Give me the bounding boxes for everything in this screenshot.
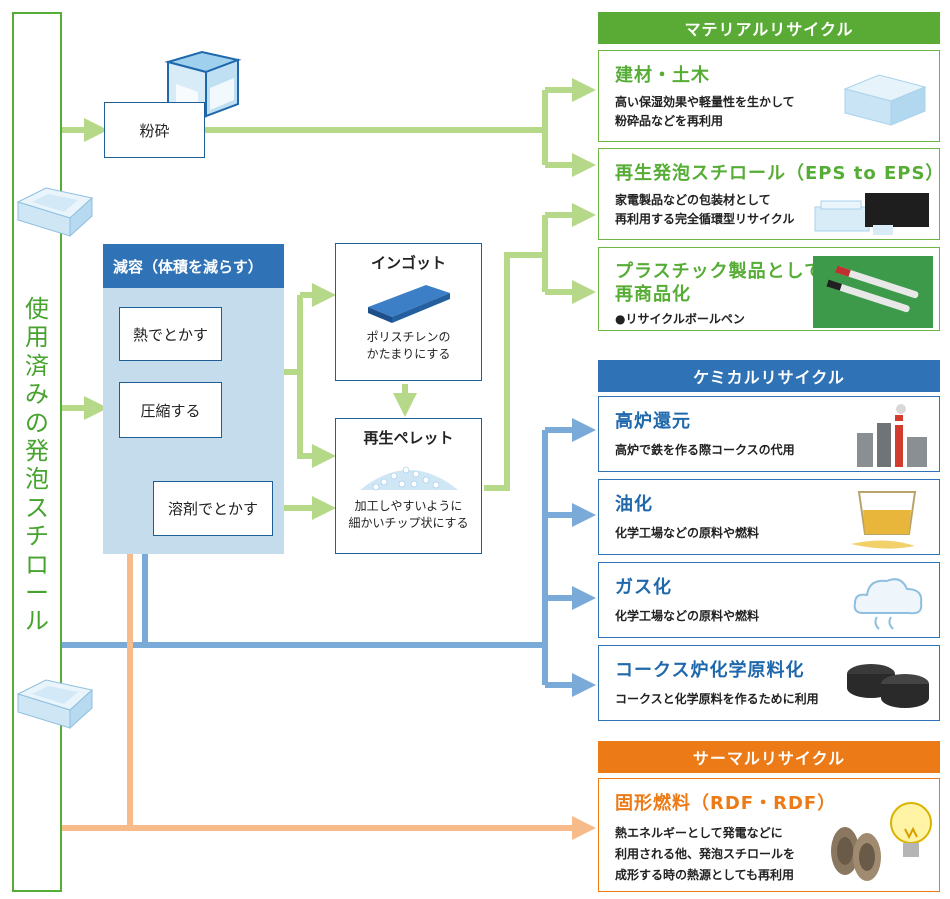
source-box: 使用済みの発泡スチロール <box>12 12 62 892</box>
card-coke-title: コークス炉化学原料化 <box>615 660 805 681</box>
chemical-header: ケミカルリサイクル <box>598 360 940 392</box>
pellet-desc-2: 細かいチップ状にする <box>348 516 469 531</box>
ingot-desc-2: かたまりにする <box>366 347 451 362</box>
coke-tablets-icon <box>847 664 929 708</box>
card-blast-line-1: 高炉で鉄を作る際コークスの代用 <box>615 443 795 457</box>
ingot-box: インゴット ポリスチレンの かたまりにする <box>335 243 482 381</box>
card-plastic-title-1: プラスチック製品として <box>615 261 824 282</box>
card-rdf: 固形燃料（RDF・RDF） 熱エネルギーとして発電などに 利用される他、発泡スチ… <box>598 778 940 892</box>
foam-tray-icon-2 <box>16 679 94 730</box>
source-label-char: 使 <box>25 295 49 323</box>
card-gas-title: ガス化 <box>615 577 672 598</box>
foam-blocks-icon <box>843 74 927 126</box>
card-rdf-title: 固形燃料（RDF・RDF） <box>615 793 837 814</box>
card-rdf-line-3: 成形する時の熱源としても再利用 <box>615 868 795 882</box>
card-coke-line-1: コークスと化学原料を作るために利用 <box>615 692 819 706</box>
source-label-char: み <box>25 380 49 409</box>
card-rdf-line-1: 熱エネルギーとして発電などに <box>615 826 783 840</box>
card-eps-line-1: 家電製品などの包装材として <box>615 193 771 207</box>
source-label-char: の <box>25 408 49 437</box>
card-oil: 油化 化学工場などの原料や燃料 <box>598 479 940 555</box>
method-melt: 熱でとかす <box>119 307 222 361</box>
card-coke: コークス炉化学原料化 コークスと化学原料を作るために利用 <box>598 645 940 721</box>
card-building-line-2: 粉砕品などを再利用 <box>615 114 724 129</box>
source-label-char: 泡 <box>25 465 49 494</box>
source-label-char: 用 <box>25 323 49 352</box>
card-oil-line-1: 化学工場などの原料や燃料 <box>615 526 760 540</box>
ballpen-icon <box>813 256 933 328</box>
line-pellet-out <box>484 252 545 491</box>
card-eps-title: 再生発泡スチロール（EPS to EPS） <box>615 163 945 184</box>
method-press-label: 圧縮する <box>140 401 201 420</box>
card-eps-line-2: 再利用する完全循環型リサイクル <box>615 212 795 227</box>
source-label-char: チ <box>25 522 49 551</box>
card-gas: ガス化 化学工場などの原料や燃料 <box>598 562 940 638</box>
method-melt-label: 熱でとかす <box>132 325 208 344</box>
oil-beaker-icon <box>851 491 917 549</box>
pellet-desc-1: 加工しやすいように <box>354 499 463 513</box>
foam-tray-icon <box>16 187 94 238</box>
ingot-title: インゴット <box>370 254 446 272</box>
thermal-header: サーマルリサイクル <box>598 741 940 773</box>
card-rdf-line-2: 利用される他、発泡スチロールを <box>615 847 796 861</box>
ingot-icon <box>367 285 450 323</box>
material-header: マテリアルリサイクル <box>598 12 940 44</box>
pellet-box: 再生ペレット 加工しやすいように 細かいチップ状にする <box>335 418 482 554</box>
card-building-line-1: 高い保湿効果や軽量性を生かして <box>615 95 795 109</box>
source-label-char: 済 <box>25 351 49 380</box>
method-solvent: 溶剤でとかす <box>153 481 273 536</box>
card-building: 建材・土木 高い保湿効果や軽量性を生かして 粉砕品などを再利用 <box>598 50 940 142</box>
card-blast: 高炉還元 高炉で鉄を作る際コークスの代用 <box>598 396 940 472</box>
crush-label: 粉砕 <box>139 121 170 140</box>
card-plastic-title-2: 再商品化 <box>615 284 691 306</box>
source-label-char: 発 <box>25 436 49 465</box>
source-label-char: ル <box>25 607 49 636</box>
reduction-title: 減容（体積を減らす） <box>103 244 284 288</box>
factory-icon <box>857 404 927 467</box>
source-label-char: ス <box>25 493 49 522</box>
card-eps: 再生発泡スチロール（EPS to EPS） 家電製品などの包装材として 再利用す… <box>598 148 945 240</box>
card-building-title: 建材・土木 <box>615 65 710 86</box>
method-solvent-label: 溶剤でとかす <box>167 500 258 518</box>
method-press: 圧縮する <box>119 382 222 438</box>
pellet-icon <box>359 466 458 491</box>
arrow-to-pellet <box>297 372 336 468</box>
fuel-bulb-icon <box>831 802 932 881</box>
crush-box: 粉砕 <box>104 102 205 158</box>
card-gas-line-1: 化学工場などの原料や燃料 <box>615 609 760 623</box>
pellet-title: 再生ペレット <box>363 429 454 447</box>
source-label-char: ー <box>25 578 49 607</box>
card-oil-title: 油化 <box>615 494 653 515</box>
card-plastic: プラスチック製品として 再商品化 ●リサイクルボールペン <box>598 247 940 331</box>
card-blast-title: 高炉還元 <box>615 411 691 432</box>
packaging-icon <box>814 193 929 235</box>
ingot-desc-1: ポリスチレンの <box>366 330 451 344</box>
source-label: 使用済みの発泡スチロール <box>14 294 60 637</box>
card-plastic-line-1: ●リサイクルボールペン <box>615 312 745 326</box>
source-label-char: ロ <box>25 550 49 579</box>
gas-cloud-icon <box>853 578 923 630</box>
